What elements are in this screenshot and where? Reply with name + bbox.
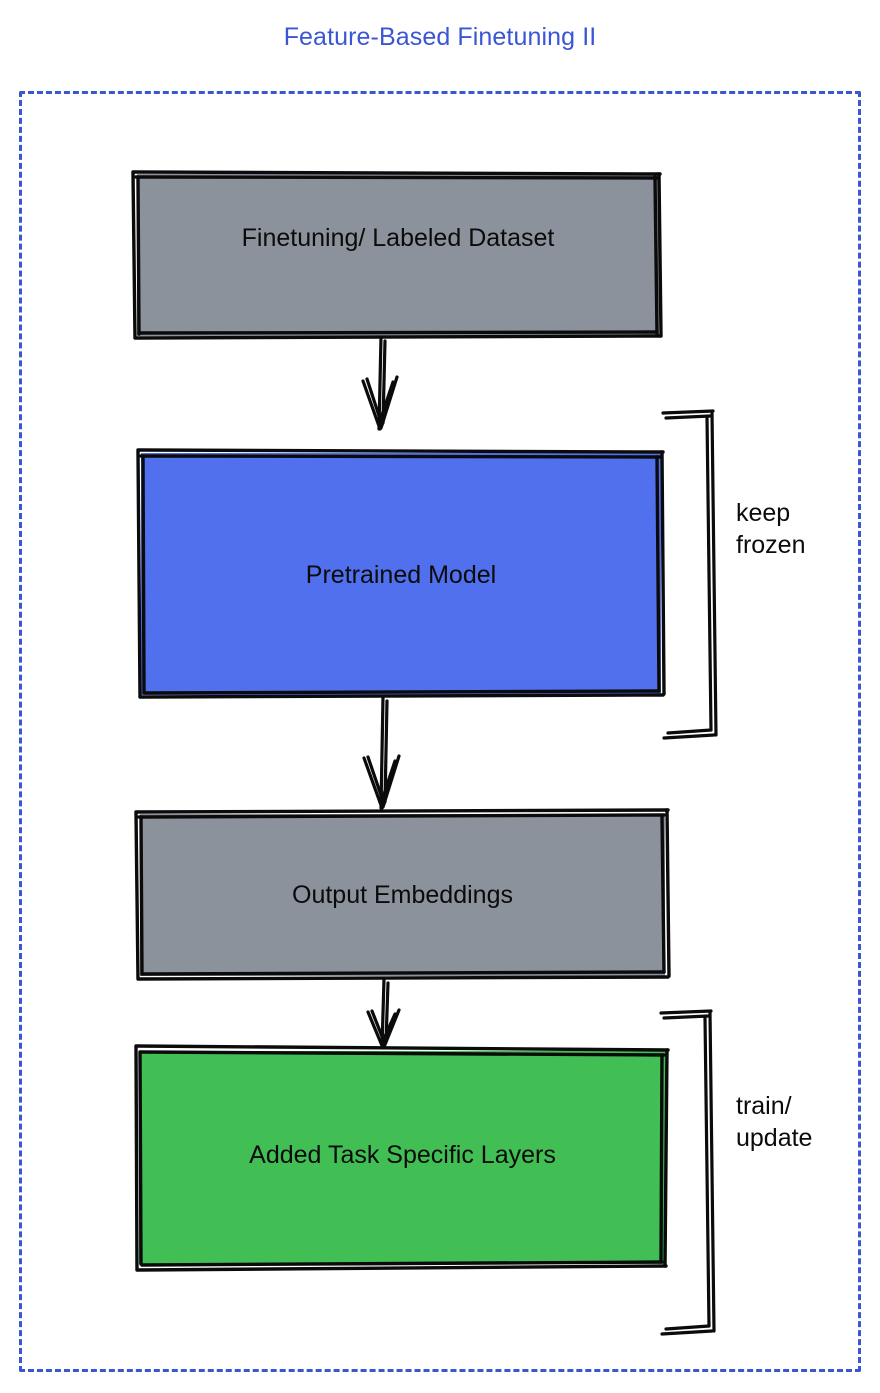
annotation-train-update: train/ update <box>736 1092 813 1152</box>
page-title: Feature-Based Finetuning II <box>283 23 597 51</box>
node-finetuning-labeled-dataset[interactable]: Finetuning/ Labeled Dataset <box>137 174 659 336</box>
node-label-dataset: Finetuning/ Labeled Dataset <box>241 224 555 252</box>
node-added-task-specific-layers[interactable]: Added Task Specific Layers <box>139 1051 666 1264</box>
annotation-keep-frozen: keep frozen <box>736 499 806 559</box>
node-label-layers: Added Task Specific Layers <box>249 1141 556 1169</box>
node-pretrained-model[interactable]: Pretrained Model <box>141 453 661 695</box>
node-output-embeddings[interactable]: Output Embeddings <box>140 814 665 976</box>
dashed-container-frame <box>19 91 861 1372</box>
node-label-pretrained: Pretrained Model <box>305 561 497 589</box>
node-label-embeddings: Output Embeddings <box>292 881 513 909</box>
